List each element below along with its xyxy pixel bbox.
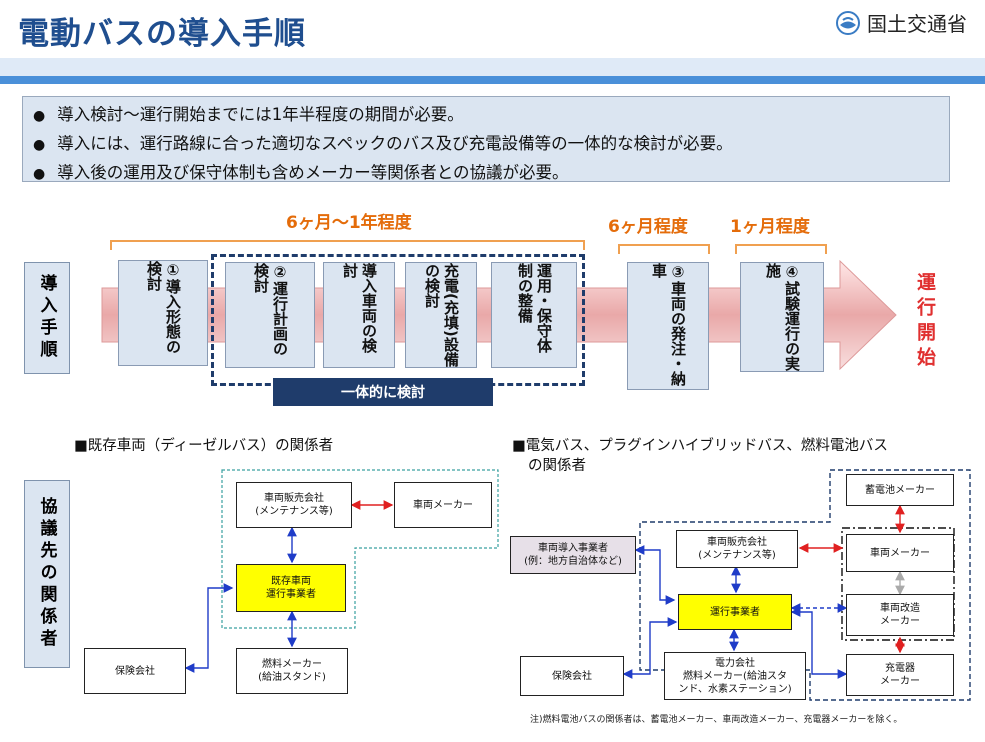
left-operator-label: 既存車両 (271, 576, 311, 587)
left-fuel-sublabel: (給油スタンド) (258, 672, 326, 683)
left-dealer-sublabel: (メンテナンス等) (255, 506, 333, 517)
right-section-title-1: ■電気バス、プラグインハイブリッドバス、燃料電池バス (512, 438, 888, 454)
step-3-box: ③車両の発注・納車 (627, 262, 709, 390)
left-dealer-node: 車両販売会社 (メンテナンス等) (236, 482, 352, 528)
right-maker-label: 車両メーカー (870, 547, 930, 559)
right-battery-label: 蓄電池メーカー (865, 484, 935, 496)
left-operator-node: 既存車両 運行事業者 (236, 564, 346, 612)
header-band (0, 58, 985, 84)
duration-brace-1 (110, 240, 585, 250)
duration-label-1: 6ヶ月～1年程度 (286, 213, 412, 233)
right-introducer-node: 車両導入事業者 (例：地方自治体など) (510, 536, 636, 574)
right-insurance-label: 保険会社 (552, 670, 592, 682)
step-1-box: ①導入形態の検討 (118, 260, 208, 366)
right-power-sublabel-1: 燃料メーカー(給油スタ (683, 670, 787, 682)
right-operator-label: 運行事業者 (710, 606, 760, 618)
footnote: 注)燃料電池バスの関係者は、蓄電池メーカー、車両改造メーカー、充電器メーカーを除… (530, 715, 903, 725)
right-operator-node: 運行事業者 (678, 594, 792, 630)
bullet-item: 導入には、運行路線に合った適切なスペックのバス及び充電設備等の一体的な検討が必要… (33, 130, 939, 159)
right-modifier-sublabel: メーカー (880, 616, 920, 627)
right-introducer-sublabel: (例：地方自治体など) (524, 556, 622, 567)
left-fuel-label: 燃料メーカー (262, 659, 322, 670)
step-charging-box: 充電(充填)設備の検討 (405, 262, 477, 368)
process-row-label: 導入手順 (24, 262, 70, 374)
page-title: 電動バスの導入手順 (18, 16, 306, 52)
duration-label-3: 1ヶ月程度 (730, 217, 810, 237)
consult-row-label: 協議先の関係者 (24, 480, 70, 668)
right-power-node: 電力会社 燃料メーカー(給油スタ ンド、水素ステーション) (664, 652, 806, 700)
right-dealer-label: 車両販売会社 (707, 537, 767, 548)
right-insurance-node: 保険会社 (520, 656, 624, 696)
left-fuel-node: 燃料メーカー (給油スタンド) (236, 648, 348, 694)
operation-start-label: 運行開始 (914, 272, 936, 372)
left-section-title: ■既存車両（ディーゼルバス）の関係者 (74, 438, 334, 454)
ministry-logo: 国土交通省 (835, 8, 967, 37)
duration-brace-3 (735, 244, 827, 254)
bullet-item: 導入検討～運行開始までには1年半程度の期間が必要。 (33, 101, 939, 130)
right-section-title-2: の関係者 (528, 458, 586, 474)
bullet-item: 導入後の運用及び保守体制も含めメーカー等関係者との協議が必要。 (33, 159, 939, 188)
left-operator-sublabel: 運行事業者 (266, 589, 316, 600)
left-dealer-label: 車両販売会社 (264, 493, 324, 504)
step-2-box: ②運行計画の検討 (225, 262, 315, 368)
left-maker-label: 車両メーカー (413, 499, 473, 511)
step-4-box: ④試験運行の実施 (740, 262, 824, 372)
right-charger-node: 充電器 メーカー (846, 654, 954, 696)
step-maintenance-box: 運用・保守体制の整備 (491, 262, 577, 368)
right-introducer-label: 車両導入事業者 (538, 543, 608, 554)
right-power-sublabel-2: ンド、水素ステーション) (678, 683, 792, 695)
right-modifier-node: 車両改造 メーカー (846, 594, 954, 636)
right-charger-label: 充電器 (885, 663, 915, 674)
right-dealer-sublabel: (メンテナンス等) (698, 550, 776, 561)
left-insurance-node: 保険会社 (84, 648, 186, 694)
unified-review-label: 一体的に検討 (273, 378, 493, 406)
duration-label-2: 6ヶ月程度 (608, 217, 688, 237)
right-maker-node: 車両メーカー (846, 534, 954, 572)
right-charger-sublabel: メーカー (880, 676, 920, 687)
duration-brace-2 (618, 244, 710, 254)
step-vehicle-box: 導入車両の検討 (323, 262, 395, 368)
ministry-emblem-icon (836, 10, 860, 35)
right-dealer-node: 車両販売会社 (メンテナンス等) (676, 530, 798, 568)
ministry-name: 国土交通省 (867, 12, 967, 36)
left-insurance-label: 保険会社 (115, 665, 155, 677)
right-power-label: 電力会社 (715, 657, 755, 669)
left-maker-node: 車両メーカー (394, 482, 492, 528)
summary-box: 導入検討～運行開始までには1年半程度の期間が必要。 導入には、運行路線に合った適… (22, 96, 950, 182)
right-battery-node: 蓄電池メーカー (846, 474, 954, 506)
right-modifier-label: 車両改造 (880, 603, 920, 614)
